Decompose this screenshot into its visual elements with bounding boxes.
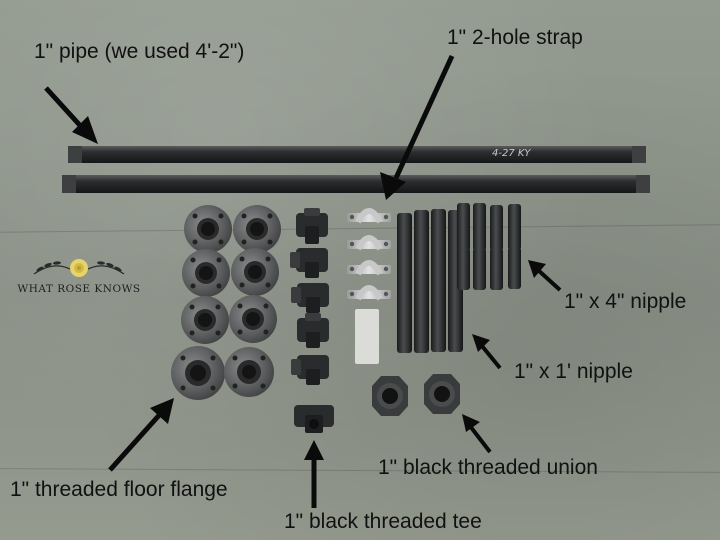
two-hole-strap xyxy=(347,285,391,301)
threaded-tee xyxy=(291,355,329,385)
floor-flange xyxy=(224,347,274,397)
arrow-pipe xyxy=(44,86,98,144)
threaded-tee xyxy=(294,405,334,433)
label-union: 1" black threaded union xyxy=(378,456,598,479)
screw-bag xyxy=(355,309,379,364)
floor-flange xyxy=(171,346,225,400)
floor-flange xyxy=(229,295,277,343)
threaded-union-group xyxy=(372,374,460,416)
floor-flange xyxy=(182,249,230,297)
arrow-1ft-nipple xyxy=(472,334,502,370)
label-tee: 1" black threaded tee xyxy=(284,510,482,533)
floor-flange xyxy=(181,296,229,344)
threaded-tee xyxy=(296,208,328,244)
threaded-tee xyxy=(290,248,328,278)
label-4in-nipple: 1" x 4" nipple xyxy=(564,290,687,313)
arrow-tee xyxy=(304,440,324,508)
two-hole-strap xyxy=(347,235,391,251)
label-1ft-nipple: 1" x 1' nipple xyxy=(514,360,633,383)
two-hole-strap xyxy=(347,208,391,224)
laurel-rose-icon xyxy=(33,259,125,277)
label-pipe: 1" pipe (we used 4'-2") xyxy=(34,40,245,63)
logo-text: WHAT ROSE KNOWS xyxy=(17,283,141,295)
long-pipe xyxy=(68,146,646,163)
long-pipe xyxy=(62,175,650,193)
two-hole-strap-group xyxy=(347,208,391,364)
two-hole-strap xyxy=(347,260,391,276)
pipe-marking: 4-27 KY xyxy=(492,148,531,159)
label-flange: 1" threaded floor flange xyxy=(10,478,228,501)
arrow-strap xyxy=(380,54,455,200)
floor-flange xyxy=(231,248,279,296)
threaded-union xyxy=(372,376,408,416)
floor-flange xyxy=(184,205,232,253)
arrow-4in-nipple xyxy=(528,260,562,292)
watermark-logo: WHAT ROSE KNOWS xyxy=(14,250,144,310)
arrow-flange xyxy=(108,398,174,472)
label-strap: 1" 2-hole strap xyxy=(447,26,583,49)
threaded-tee xyxy=(297,313,329,348)
floor-flange xyxy=(233,205,281,253)
arrow-union xyxy=(462,414,492,454)
threaded-tee-group xyxy=(290,208,334,433)
threaded-union xyxy=(424,374,460,414)
four-inch-nipple-group xyxy=(457,203,521,290)
one-foot-nipple-group xyxy=(397,209,463,353)
floor-flange-group xyxy=(171,205,281,400)
threaded-tee xyxy=(291,283,329,313)
